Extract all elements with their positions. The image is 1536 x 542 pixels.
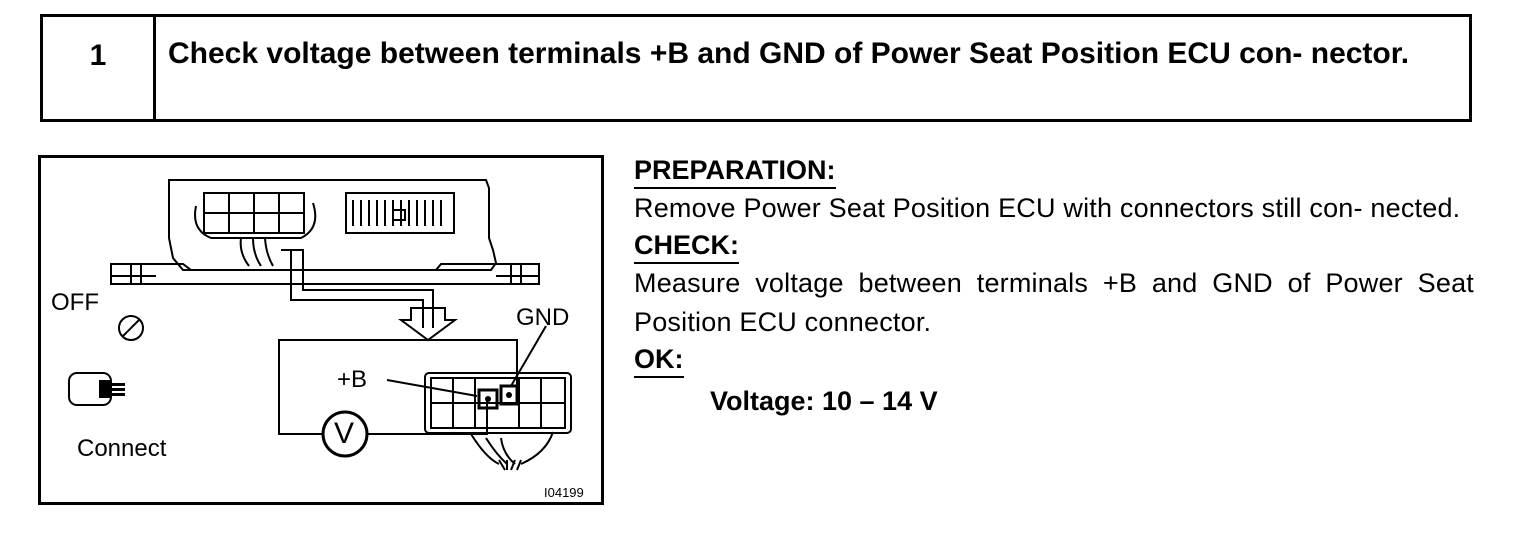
preparation-text: Remove Power Seat Position ECU with conn… [634, 193, 1461, 223]
check-text: Measure voltage between terminals +B and… [634, 268, 1474, 337]
step-number: 1 [43, 17, 156, 119]
ecu-connector-illustration [68, 179, 572, 471]
preparation-heading: PREPARATION: [634, 153, 836, 189]
step-title: Check voltage between terminals +B and G… [168, 37, 1410, 70]
connect-label: Connect [77, 435, 167, 462]
voltmeter-label: V [334, 417, 355, 450]
wiring-diagram: OFF GND +B V Connect I04199 [38, 155, 604, 505]
gnd-label: GND [516, 304, 570, 331]
plus-b-label: +B [337, 366, 368, 393]
check-heading: CHECK: [634, 228, 739, 264]
ok-heading: OK: [634, 342, 684, 378]
instructions: PREPARATION: Remove Power Seat Position … [634, 153, 1474, 420]
off-label: OFF [51, 289, 99, 316]
figure-id: I04199 [544, 485, 584, 500]
ok-voltage-spec: Voltage: 10 – 14 V [710, 386, 938, 416]
step-header: 1 Check voltage between terminals +B and… [40, 14, 1472, 122]
